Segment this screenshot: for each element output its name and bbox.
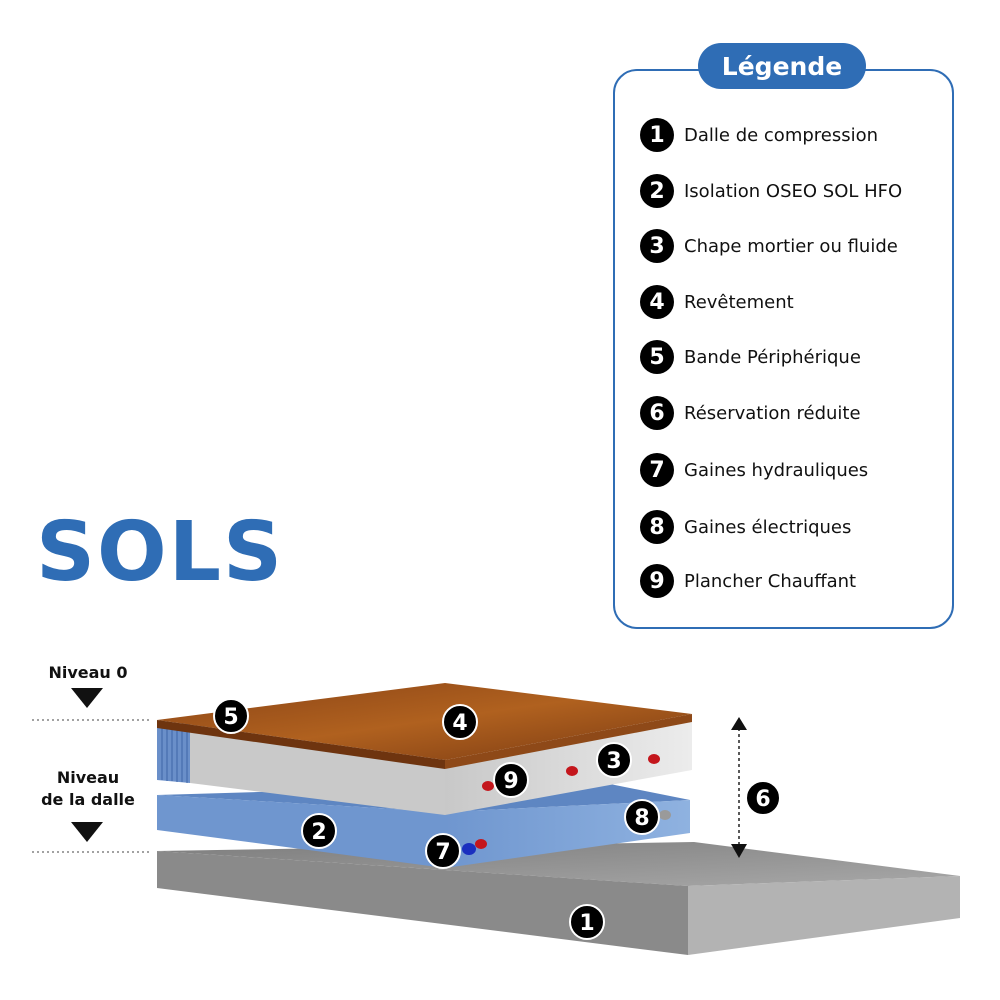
legend-label-1: Dalle de compression (684, 124, 879, 146)
legend-number-2: 2 (640, 174, 674, 208)
legend-label-9: Plancher Chauffant (684, 570, 857, 592)
heating-pipe-icon (648, 754, 660, 764)
screed-front (190, 724, 445, 815)
marker-5-text: 5 (223, 705, 238, 730)
legend-label-7: Gaines hydrauliques (684, 459, 869, 481)
marker-5: 5 (213, 698, 249, 734)
level-0-label: Niveau 0 (48, 663, 128, 682)
marker-1-text: 1 (579, 911, 594, 936)
legend-label-4: Revêtement (684, 291, 794, 313)
heating-pipe-icon (566, 766, 578, 776)
marker-6-text: 6 (755, 787, 770, 812)
legend-number-1: 1 (640, 118, 674, 152)
page-title: SOLS (36, 505, 285, 600)
legend-title: Légende (698, 43, 866, 89)
insulation-front (157, 795, 445, 868)
marker-7-text: 7 (435, 840, 450, 865)
marker-8: 8 (624, 799, 660, 835)
marker-1: 1 (569, 904, 605, 940)
heating-pipe-icon (482, 781, 494, 791)
legend-label-6: Réservation réduite (684, 402, 861, 424)
pipes (462, 754, 671, 855)
covering-side-edge (445, 714, 692, 769)
legend-item-4: 4 Revêtement (640, 285, 794, 319)
covering-top (157, 683, 692, 760)
concrete-slab-front (157, 851, 688, 955)
marker-3: 3 (596, 742, 632, 778)
legend-number-4: 4 (640, 285, 674, 319)
legend-label-2: Isolation OSEO SOL HFO (684, 180, 903, 202)
level-dalle-line-2: de la dalle (41, 790, 135, 809)
legend-label-5: Bande Périphérique (684, 346, 861, 368)
reservation-dimension-arrow (731, 717, 747, 858)
hydraulic-pipe-blue-icon (462, 843, 476, 855)
marker-2: 2 (301, 813, 337, 849)
concrete-slab-layer (157, 842, 960, 955)
electric-conduit-icon (659, 810, 671, 820)
arrow-down-icon (731, 844, 747, 858)
legend-item-5: 5 Bande Périphérique (640, 340, 861, 374)
legend-item-1: 1 Dalle de compression (640, 118, 878, 152)
marker-7: 7 (425, 833, 461, 869)
legend-number-6: 6 (640, 396, 674, 430)
marker-9-text: 9 (503, 769, 518, 794)
marker-8-text: 8 (634, 806, 649, 831)
peripheral-strip-lines (161, 722, 188, 783)
marker-4: 4 (442, 704, 478, 740)
legend-label-3: Chape mortier ou fluide (684, 235, 898, 257)
hydraulic-pipe-red-icon (475, 839, 487, 849)
legend-item-6: 6 Réservation réduite (640, 396, 861, 430)
legend-number-9: 9 (640, 564, 674, 598)
legend-item-7: 7 Gaines hydrauliques (640, 453, 868, 487)
legend-number-5: 5 (640, 340, 674, 374)
marker-6: 6 (745, 780, 781, 816)
legend-number-3: 3 (640, 229, 674, 263)
legend-item-9: 9 Plancher Chauffant (640, 564, 856, 598)
legend-item-3: 3 Chape mortier ou fluide (640, 229, 898, 263)
level-0-arrow-icon (71, 688, 103, 708)
marker-4-text: 4 (452, 711, 467, 736)
level-dalle-arrow-icon (71, 822, 103, 842)
legend-label-8: Gaines électriques (684, 516, 852, 538)
concrete-slab-side (688, 876, 960, 955)
legend-number-7: 7 (640, 453, 674, 487)
arrow-up-icon (731, 717, 747, 730)
legend-item-8: 8 Gaines électriques (640, 510, 851, 544)
marker-3-text: 3 (606, 749, 621, 774)
marker-9: 9 (493, 762, 529, 798)
legend-number-8: 8 (640, 510, 674, 544)
level-dalle-line-1: Niveau (56, 768, 120, 787)
level-dalle-label: Niveau de la dalle (36, 767, 140, 811)
marker-2-text: 2 (311, 820, 326, 845)
legend-item-2: 2 Isolation OSEO SOL HFO (640, 174, 902, 208)
